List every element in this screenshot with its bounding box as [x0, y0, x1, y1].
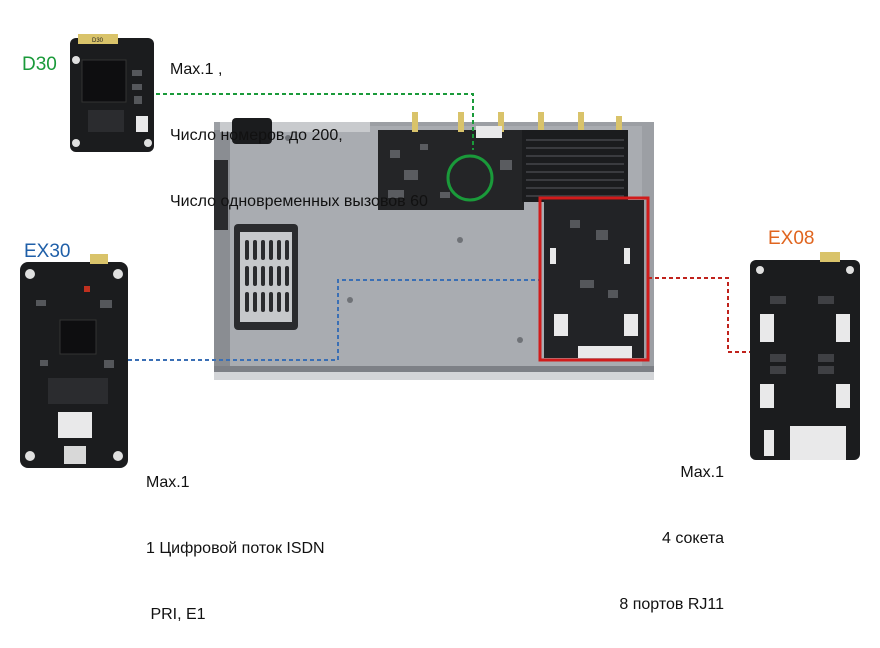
diagram-artwork: D30 [20, 34, 860, 468]
ex08-spec-note: Max.1 4 сокета 8 портов RJ11 [619, 418, 724, 638]
ex08-spec-line-2: 4 сокета [661, 530, 724, 547]
d30-spec-note: Max.1 , Число номеров до 200, Число одно… [170, 15, 428, 235]
ex30-spec-line-2: 1 Цифровой поток ISDN [146, 540, 325, 557]
d30-spec-line-3: Число одновременных вызовов 60 [170, 193, 428, 210]
ex30-spec-note: Max.1 1 Цифровой поток ISDN PRI, E1 [146, 428, 325, 648]
ex30-module-name: EX30 [24, 241, 71, 262]
ex08-module-name: EX08 [768, 228, 815, 249]
d30-module-name: D30 [22, 54, 57, 75]
ex08-connector-line [648, 277, 750, 353]
pbx-chassis [214, 112, 654, 380]
ex08-module-board [750, 252, 860, 460]
d30-connector-line [156, 93, 474, 150]
ex30-spec-line-3: PRI, E1 [146, 606, 206, 623]
d30-module-board: D30 [70, 34, 154, 152]
d30-chip-label: D30 [92, 38, 104, 44]
d30-spec-line-2: Число номеров до 200, [170, 127, 343, 144]
ex30-connector-line [128, 279, 541, 361]
d30-spec-line-1: Max.1 , [170, 61, 223, 78]
d30-install-location-circle [446, 154, 494, 202]
ex30-module-board [20, 254, 128, 468]
ex08-spec-line-1: Max.1 [680, 464, 724, 481]
ex08-spec-line-3: 8 портов RJ11 [619, 596, 724, 613]
ex30-spec-line-1: Max.1 [146, 474, 190, 491]
